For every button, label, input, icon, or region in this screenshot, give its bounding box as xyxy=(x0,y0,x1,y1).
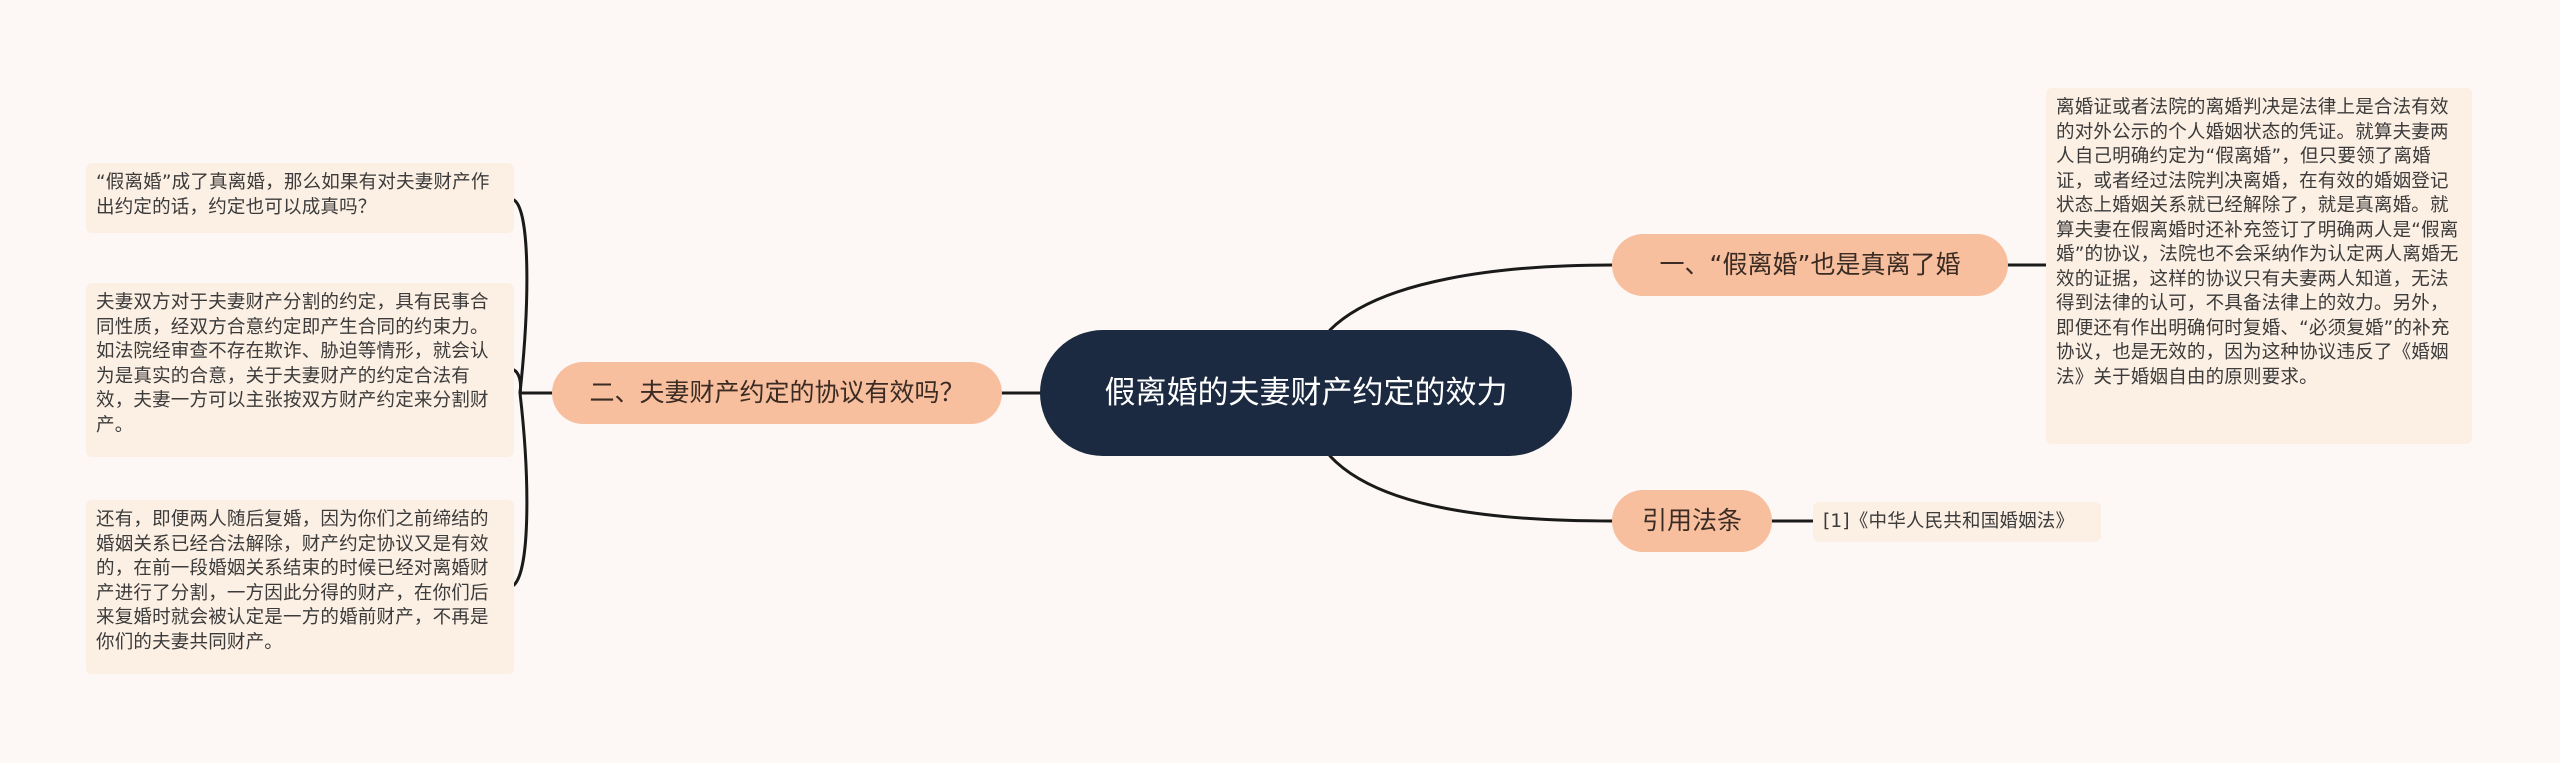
link-branch2-leaf2 xyxy=(512,368,522,395)
link-center-branch3 xyxy=(1328,454,1614,523)
leaf-fake-divorce-explanation[interactable]: 离婚证或者法院的离婚判决是法律上是合法有效的对外公示的个人婚姻状态的凭证。就算夫… xyxy=(2046,88,2472,444)
leaf-law-citation-text: [1]《中华人民共和国婚姻法》 xyxy=(1823,511,2075,532)
leaf-agreement-validity-text: 夫妻双方对于夫妻财产分割的约定，具有民事合同性质，经双方合意约定即产生合同的约束… xyxy=(96,292,489,436)
leaf-question[interactable]: “假离婚”成了真离婚，那么如果有对夫妻财产作出约定的话，约定也可以成真吗？ xyxy=(86,163,514,233)
leaf-question-text: “假离婚”成了真离婚，那么如果有对夫妻财产作出约定的话，约定也可以成真吗？ xyxy=(96,172,490,218)
branch-fake-divorce-label: 一、“假离婚”也是真离了婚 xyxy=(1659,250,1961,279)
link-branch2-leaf1 xyxy=(512,198,529,395)
central-topic-label: 假离婚的夫妻财产约定的效力 xyxy=(1104,375,1508,411)
branch-cited-law-label: 引用法条 xyxy=(1641,506,1742,535)
leaf-fake-divorce-text: 离婚证或者法院的离婚判决是法律上是合法有效的对外公示的个人婚姻状态的凭证。就算夫… xyxy=(2056,97,2459,388)
link-center-branch1 xyxy=(1328,263,1614,332)
leaf-law-citation[interactable]: [1]《中华人民共和国婚姻法》 xyxy=(1813,502,2101,542)
central-topic[interactable]: 假离婚的夫妻财产约定的效力 xyxy=(1040,330,1572,456)
branch-fake-divorce[interactable]: 一、“假离婚”也是真离了婚 xyxy=(1612,234,2008,296)
branch-property-agreement[interactable]: 二、夫妻财产约定的协议有效吗？ xyxy=(552,362,1002,424)
link-branch2-leaf3 xyxy=(512,391,529,587)
branch-cited-law[interactable]: 引用法条 xyxy=(1612,490,1772,552)
leaf-agreement-validity[interactable]: 夫妻双方对于夫妻财产分割的约定，具有民事合同性质，经双方合意约定即产生合同的约束… xyxy=(86,283,514,457)
leaf-remarriage-text: 还有，即便两人随后复婚，因为你们之前缔结的婚姻关系已经合法解除，财产约定协议又是… xyxy=(96,509,489,653)
branch-property-agreement-label: 二、夫妻财产约定的协议有效吗？ xyxy=(589,378,965,407)
leaf-remarriage[interactable]: 还有，即便两人随后复婚，因为你们之前缔结的婚姻关系已经合法解除，财产约定协议又是… xyxy=(86,500,514,674)
